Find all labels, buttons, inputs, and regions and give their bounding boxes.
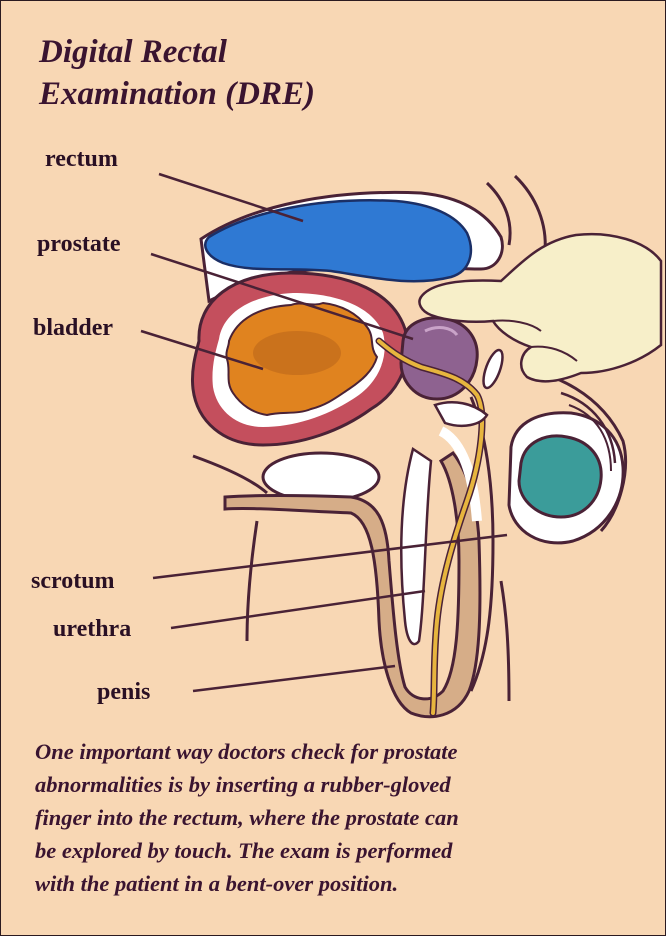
thigh-outline [501,581,509,701]
caption-line-4: be explored by touch. The exam is perfor… [35,838,452,863]
pelvic-line [193,456,267,493]
rectum-label: rectum [45,145,118,173]
bladder-label: bladder [33,314,113,342]
back-outline-outer [515,176,545,251]
caption-line-2: abnormalities is by inserting a rubber-g… [35,772,451,797]
scrotum-label: scrotum [31,567,115,595]
rectum-leader-line [159,174,303,221]
urethra-label: urethra [53,615,131,643]
pubic-bone [263,453,379,501]
testis [519,436,601,517]
prostate-label: prostate [37,230,121,258]
caption-text: One important way doctors check for pros… [35,735,655,900]
caption-line-1: One important way doctors check for pros… [35,739,458,764]
caption-line-5: with the patient in a bent-over position… [35,871,398,896]
scrotum-leader-line [153,535,507,578]
bladder-shading [253,331,341,375]
caption-line-3: finger into the rectum, where the prosta… [35,805,459,830]
penis-label: penis [97,678,150,706]
abdomen-outline [247,521,257,641]
penis-leader-line [193,666,395,691]
seminal-vesicle [480,348,507,390]
